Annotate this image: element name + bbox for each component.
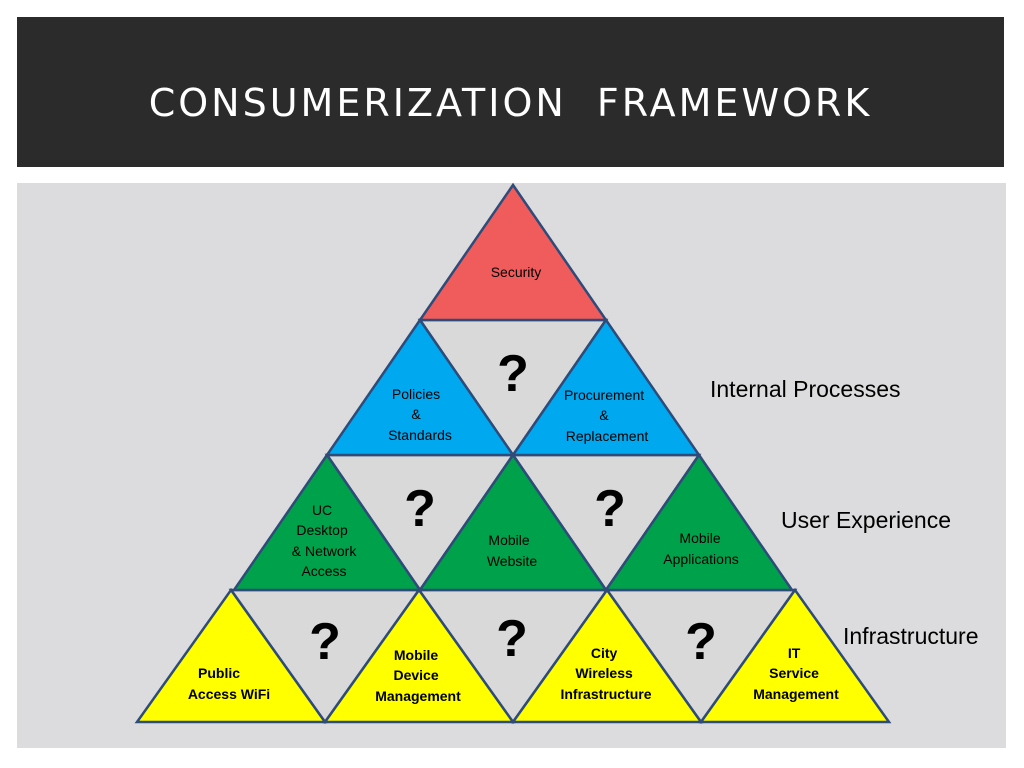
question-mark-row2: ? — [497, 345, 529, 403]
layer-label-infrastructure: Infrastructure — [843, 623, 979, 649]
question-mark-row4-left: ? — [309, 613, 341, 671]
city-wireless-triangle — [510, 587, 704, 724]
layer-label-internal-processes: Internal Processes — [710, 376, 900, 402]
mobile-website-label: Mobile Website — [487, 532, 538, 569]
it-service-triangle — [698, 587, 892, 724]
it-service-label: IT Service Management — [753, 645, 839, 702]
procurement-label: Procurement & Replacement — [564, 387, 648, 444]
question-mark-row3-left: ? — [404, 480, 436, 538]
mdm-label: Mobile Device Management — [375, 647, 461, 704]
policies-label: Policies & Standards — [388, 386, 452, 443]
public-wifi-triangle — [134, 587, 328, 724]
slide-title: CONSUMERIZATION FRAMEWORK — [148, 81, 873, 125]
uc-desktop-triangle — [231, 452, 423, 592]
mobile-applications-label: Mobile Applications — [663, 530, 739, 567]
question-mark-row3-right: ? — [594, 480, 626, 538]
city-wireless-label: City Wireless Infrastructure — [560, 645, 651, 702]
title-bar: CONSUMERIZATION FRAMEWORK — [17, 17, 1004, 167]
question-mark-row4-mid: ? — [496, 610, 528, 668]
procurement-triangle — [510, 317, 702, 457]
policies-triangle — [324, 317, 516, 457]
uc-desktop-label: UC Desktop & Network Access — [292, 502, 360, 579]
public-wifi-label: Public Access WiFi — [188, 665, 270, 702]
security-label: Security — [491, 264, 542, 280]
question-mark-row4-right: ? — [685, 613, 717, 671]
security-triangle — [417, 182, 609, 322]
mdm-triangle — [322, 587, 516, 724]
mobile-website-triangle — [417, 452, 609, 592]
layer-label-user-experience: User Experience — [781, 507, 951, 533]
mobile-applications-triangle — [603, 452, 795, 592]
